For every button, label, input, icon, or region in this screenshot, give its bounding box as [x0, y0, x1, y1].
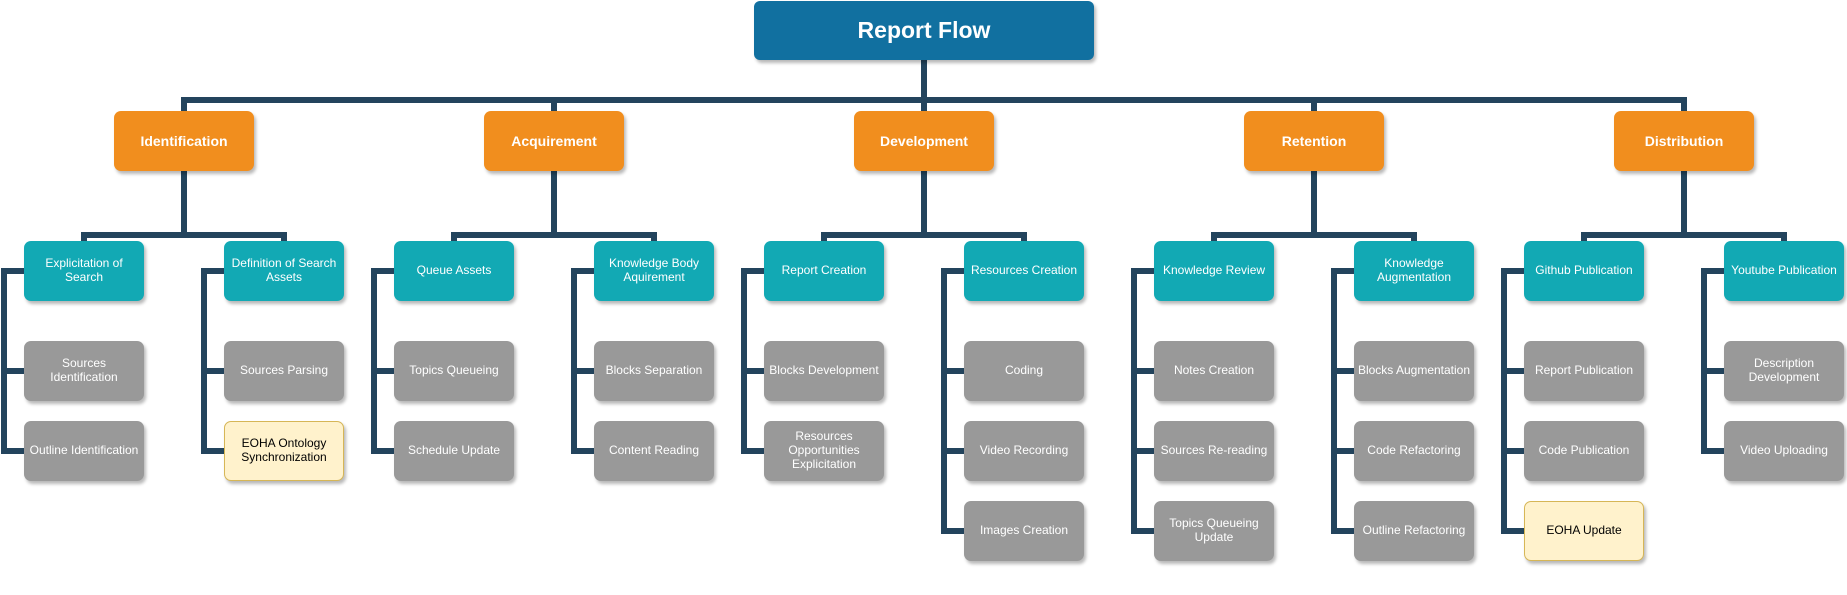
- task-box: Schedule Update: [394, 421, 514, 481]
- task-box: Description Development: [1724, 341, 1844, 401]
- task-box: Sources Re-reading: [1154, 421, 1274, 481]
- category-box: Retention: [1244, 111, 1384, 171]
- subtask-box: Queue Assets: [394, 241, 514, 301]
- category-box: Distribution: [1614, 111, 1754, 171]
- task-box: Report Publication: [1524, 341, 1644, 401]
- subtask-box: Knowledge Review: [1154, 241, 1274, 301]
- category-box: Development: [854, 111, 994, 171]
- subtask-box: Github Publication: [1524, 241, 1644, 301]
- task-box: Outline Refactoring: [1354, 501, 1474, 561]
- task-box: Outline Identification: [24, 421, 144, 481]
- highlighted-task-box: EOHA Ontology Synchronization: [224, 421, 344, 481]
- task-box: Blocks Separation: [594, 341, 714, 401]
- task-box: Video Uploading: [1724, 421, 1844, 481]
- subtask-box: Definition of Search Assets: [224, 241, 344, 301]
- task-box: Notes Creation: [1154, 341, 1274, 401]
- subtask-box: Youtube Publication: [1724, 241, 1844, 301]
- task-box: Blocks Augmentation: [1354, 341, 1474, 401]
- task-box: Blocks Development: [764, 341, 884, 401]
- task-box: Resources Opportunities Explicitation: [764, 421, 884, 481]
- subtask-box: Knowledge Body Aquirement: [594, 241, 714, 301]
- highlighted-task-box: EOHA Update: [1524, 501, 1644, 561]
- task-box: Sources Parsing: [224, 341, 344, 401]
- category-box: Identification: [114, 111, 254, 171]
- subtask-box: Knowledge Augmentation: [1354, 241, 1474, 301]
- subtask-box: Report Creation: [764, 241, 884, 301]
- task-box: Topics Queueing Update: [1154, 501, 1274, 561]
- task-box: Images Creation: [964, 501, 1084, 561]
- subtask-box: Resources Creation: [964, 241, 1084, 301]
- task-box: Code Publication: [1524, 421, 1644, 481]
- diagram-title: Report Flow: [754, 1, 1094, 60]
- task-box: Video Recording: [964, 421, 1084, 481]
- task-box: Code Refactoring: [1354, 421, 1474, 481]
- task-box: Coding: [964, 341, 1084, 401]
- task-box: Content Reading: [594, 421, 714, 481]
- category-box: Acquirement: [484, 111, 624, 171]
- task-box: Sources Identification: [24, 341, 144, 401]
- subtask-box: Explicitation of Search: [24, 241, 144, 301]
- task-box: Topics Queueing: [394, 341, 514, 401]
